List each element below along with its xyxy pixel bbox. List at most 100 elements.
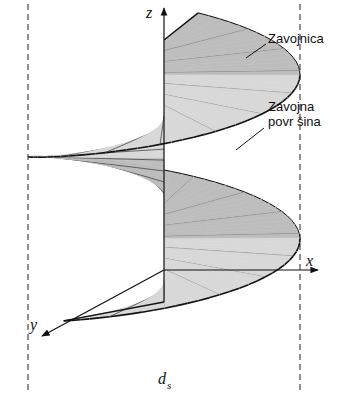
- helix-curve: [284, 261, 289, 265]
- helix-curve: [205, 179, 216, 182]
- helix-curve: [293, 252, 296, 256]
- surface-strip: [164, 278, 176, 308]
- helix-curve: [226, 125, 236, 128]
- helix-curve: [220, 19, 230, 22]
- helix-curve: [187, 301, 198, 304]
- helix-curve: [299, 238, 301, 243]
- helix-curve: [95, 153, 105, 154]
- axis-label: x: [306, 252, 313, 270]
- helix-curve: [68, 155, 76, 157]
- surface-strip: [164, 234, 300, 239]
- helix-curve: [276, 208, 282, 212]
- leader-line: [236, 128, 264, 150]
- helix-curve: [99, 317, 109, 318]
- helix-curve: [194, 134, 205, 137]
- axis-label: z: [146, 4, 152, 22]
- callout-label: Zavojnica: [268, 32, 324, 47]
- helix-curve: [160, 142, 171, 144]
- helix-curve: [257, 277, 265, 281]
- helix-curve: [171, 140, 182, 142]
- helix-curve: [299, 75, 301, 80]
- helix-curve: [296, 247, 298, 251]
- helix-curve: [292, 89, 295, 93]
- callout-label: Zavojna povr šina: [268, 100, 332, 130]
- helix-curve: [90, 317, 100, 320]
- helix-curve: [293, 57, 296, 61]
- helix-curve: [183, 137, 194, 140]
- helix-curve: [47, 156, 53, 157]
- helix-curve: [31, 156, 34, 158]
- helix-curve: [295, 225, 298, 229]
- helix-curve: [239, 25, 248, 29]
- helix-curve: [165, 306, 176, 308]
- helix-curve: [262, 200, 270, 204]
- helix-curve: [289, 256, 293, 260]
- helix-curve: [298, 229, 300, 233]
- leader-line: [246, 44, 266, 58]
- edge-ruling: [64, 302, 164, 321]
- helix-curve: [198, 298, 209, 301]
- helix-curve: [183, 174, 194, 177]
- helix-curve: [47, 156, 53, 158]
- helix-curve: [209, 16, 220, 19]
- helix-curve: [215, 182, 225, 185]
- dimension-subscript: s: [167, 379, 171, 392]
- helix-curve: [42, 156, 47, 158]
- helix-curve: [86, 153, 96, 156]
- cylinder-outline: [28, 4, 29, 392]
- helix-curve: [226, 185, 236, 188]
- cylinder-outline: [300, 4, 301, 392]
- helix-curve: [254, 196, 262, 200]
- helix-curve: [127, 148, 138, 150]
- edge-ruling: [164, 13, 198, 40]
- helix-curve: [236, 189, 245, 192]
- helix-curve: [254, 114, 262, 118]
- y-axis: [42, 270, 164, 336]
- helix-curve: [54, 156, 61, 158]
- helix-curve: [236, 121, 245, 124]
- helix-curve: [265, 273, 272, 277]
- axis-label: y: [30, 316, 37, 334]
- helix-curve: [298, 243, 299, 248]
- helix-curve: [292, 220, 295, 224]
- z-axis: [163, 8, 164, 302]
- surface-strip: [29, 156, 164, 162]
- helix-curve: [249, 281, 258, 285]
- helix-curve: [29, 156, 31, 157]
- helix-curve: [287, 93, 291, 97]
- helix-curve: [298, 80, 300, 84]
- helix-curve: [209, 295, 220, 298]
- helix-curve: [295, 84, 298, 88]
- helix-curve: [80, 318, 89, 320]
- helix-curve: [298, 66, 299, 71]
- helix-curve: [299, 71, 300, 76]
- helix-curve: [149, 144, 160, 146]
- helix-curve: [153, 308, 164, 310]
- helix-curve: [269, 204, 276, 208]
- helix-curve: [220, 292, 230, 295]
- x-axis: [164, 269, 318, 270]
- helix-curve: [215, 128, 225, 131]
- helix-curve: [198, 13, 209, 16]
- helix-curve: [257, 33, 265, 37]
- helix-curve: [194, 176, 205, 179]
- helix-curve: [138, 146, 149, 148]
- helix-curve: [287, 216, 291, 220]
- helix-curve: [296, 62, 298, 66]
- helix-curve: [230, 22, 240, 25]
- ruling-line: [64, 302, 164, 321]
- helix-curve: [120, 314, 131, 316]
- helix-curve: [131, 312, 142, 314]
- helix-curve: [245, 192, 254, 196]
- helix-curve: [279, 265, 285, 269]
- helix-curve: [239, 285, 248, 289]
- helix-curve: [176, 303, 187, 305]
- helix-curve: [230, 288, 240, 291]
- surface-strip: [28, 157, 164, 160]
- helix-curve: [77, 154, 86, 156]
- surface-strip: [153, 280, 164, 310]
- helix-curve: [299, 234, 301, 239]
- helix-curve: [29, 156, 31, 158]
- helix-curve: [142, 310, 153, 312]
